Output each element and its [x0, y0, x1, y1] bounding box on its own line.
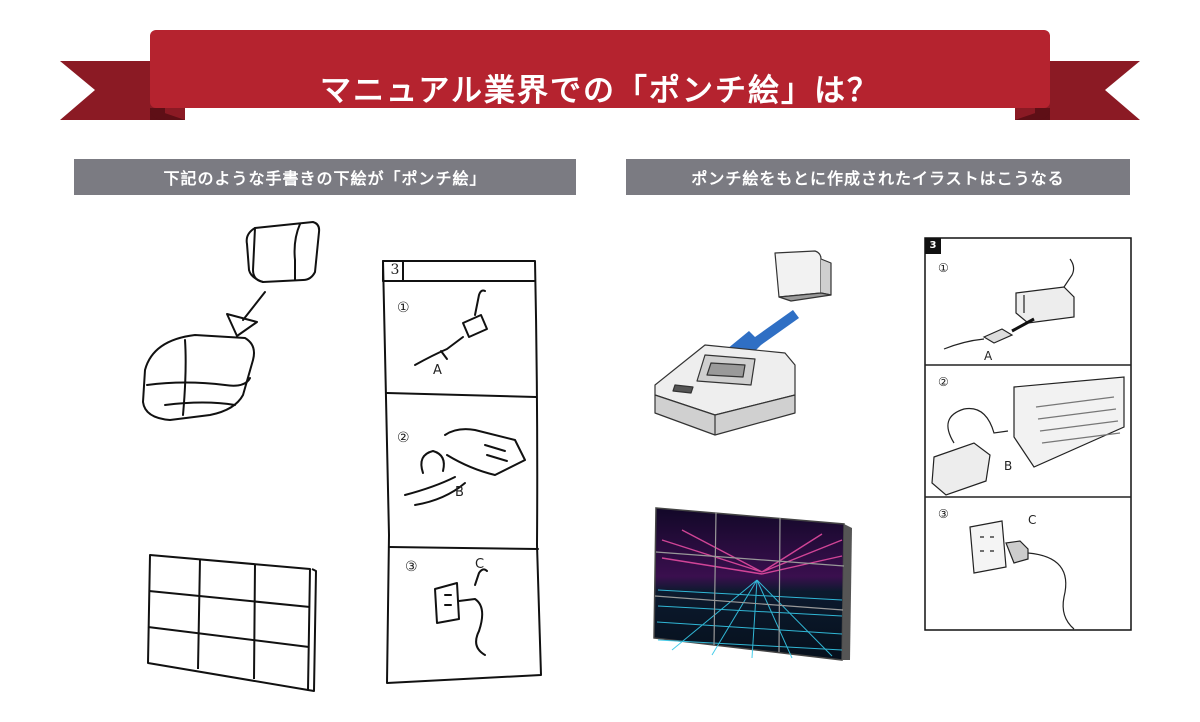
- sketch-storyboard: 3 ① A ② B ③ C: [375, 255, 555, 690]
- illustration-step-3-label: C: [1028, 513, 1037, 527]
- illustration-page-number: 3: [929, 240, 937, 251]
- illustration-step-2-number: ②: [938, 375, 949, 389]
- sketch-step-1-number: ①: [397, 300, 410, 316]
- illustration-section-header: ポンチ絵をもとに作成されたイラストはこうなる: [626, 159, 1130, 195]
- illustration-step-2-label: B: [1004, 459, 1013, 473]
- sketch-step-2-label: B: [455, 485, 464, 500]
- illustration-step-1-number: ①: [938, 261, 949, 275]
- sketch-page-number: 3: [390, 262, 400, 278]
- banner-title: マニュアル業界での「ポンチ絵」は？: [319, 72, 881, 109]
- sketch-video-wall: [140, 545, 320, 695]
- sketch-step-1-label: A: [433, 363, 442, 378]
- sketch-section-header: 下記のような手書きの下絵が「ポンチ絵」: [74, 159, 576, 195]
- title-banner: マニュアル業界での「ポンチ絵」は？: [0, 28, 1200, 128]
- ribbon-shape: [60, 30, 1140, 120]
- illustration-storyboard: 3 ① A ② B ③ C: [924, 237, 1132, 632]
- illustration-video-wall: [652, 500, 862, 670]
- sketch-step-3-number: ③: [405, 559, 418, 575]
- illustration-battery-charger: [645, 245, 845, 445]
- sketch-step-3-label: C: [475, 557, 485, 572]
- illustration-step-1-label: A: [984, 349, 993, 363]
- sketch-step-2-number: ②: [397, 430, 410, 446]
- illustration-step-3-number: ③: [938, 507, 949, 521]
- sketch-battery-charger: [125, 210, 335, 440]
